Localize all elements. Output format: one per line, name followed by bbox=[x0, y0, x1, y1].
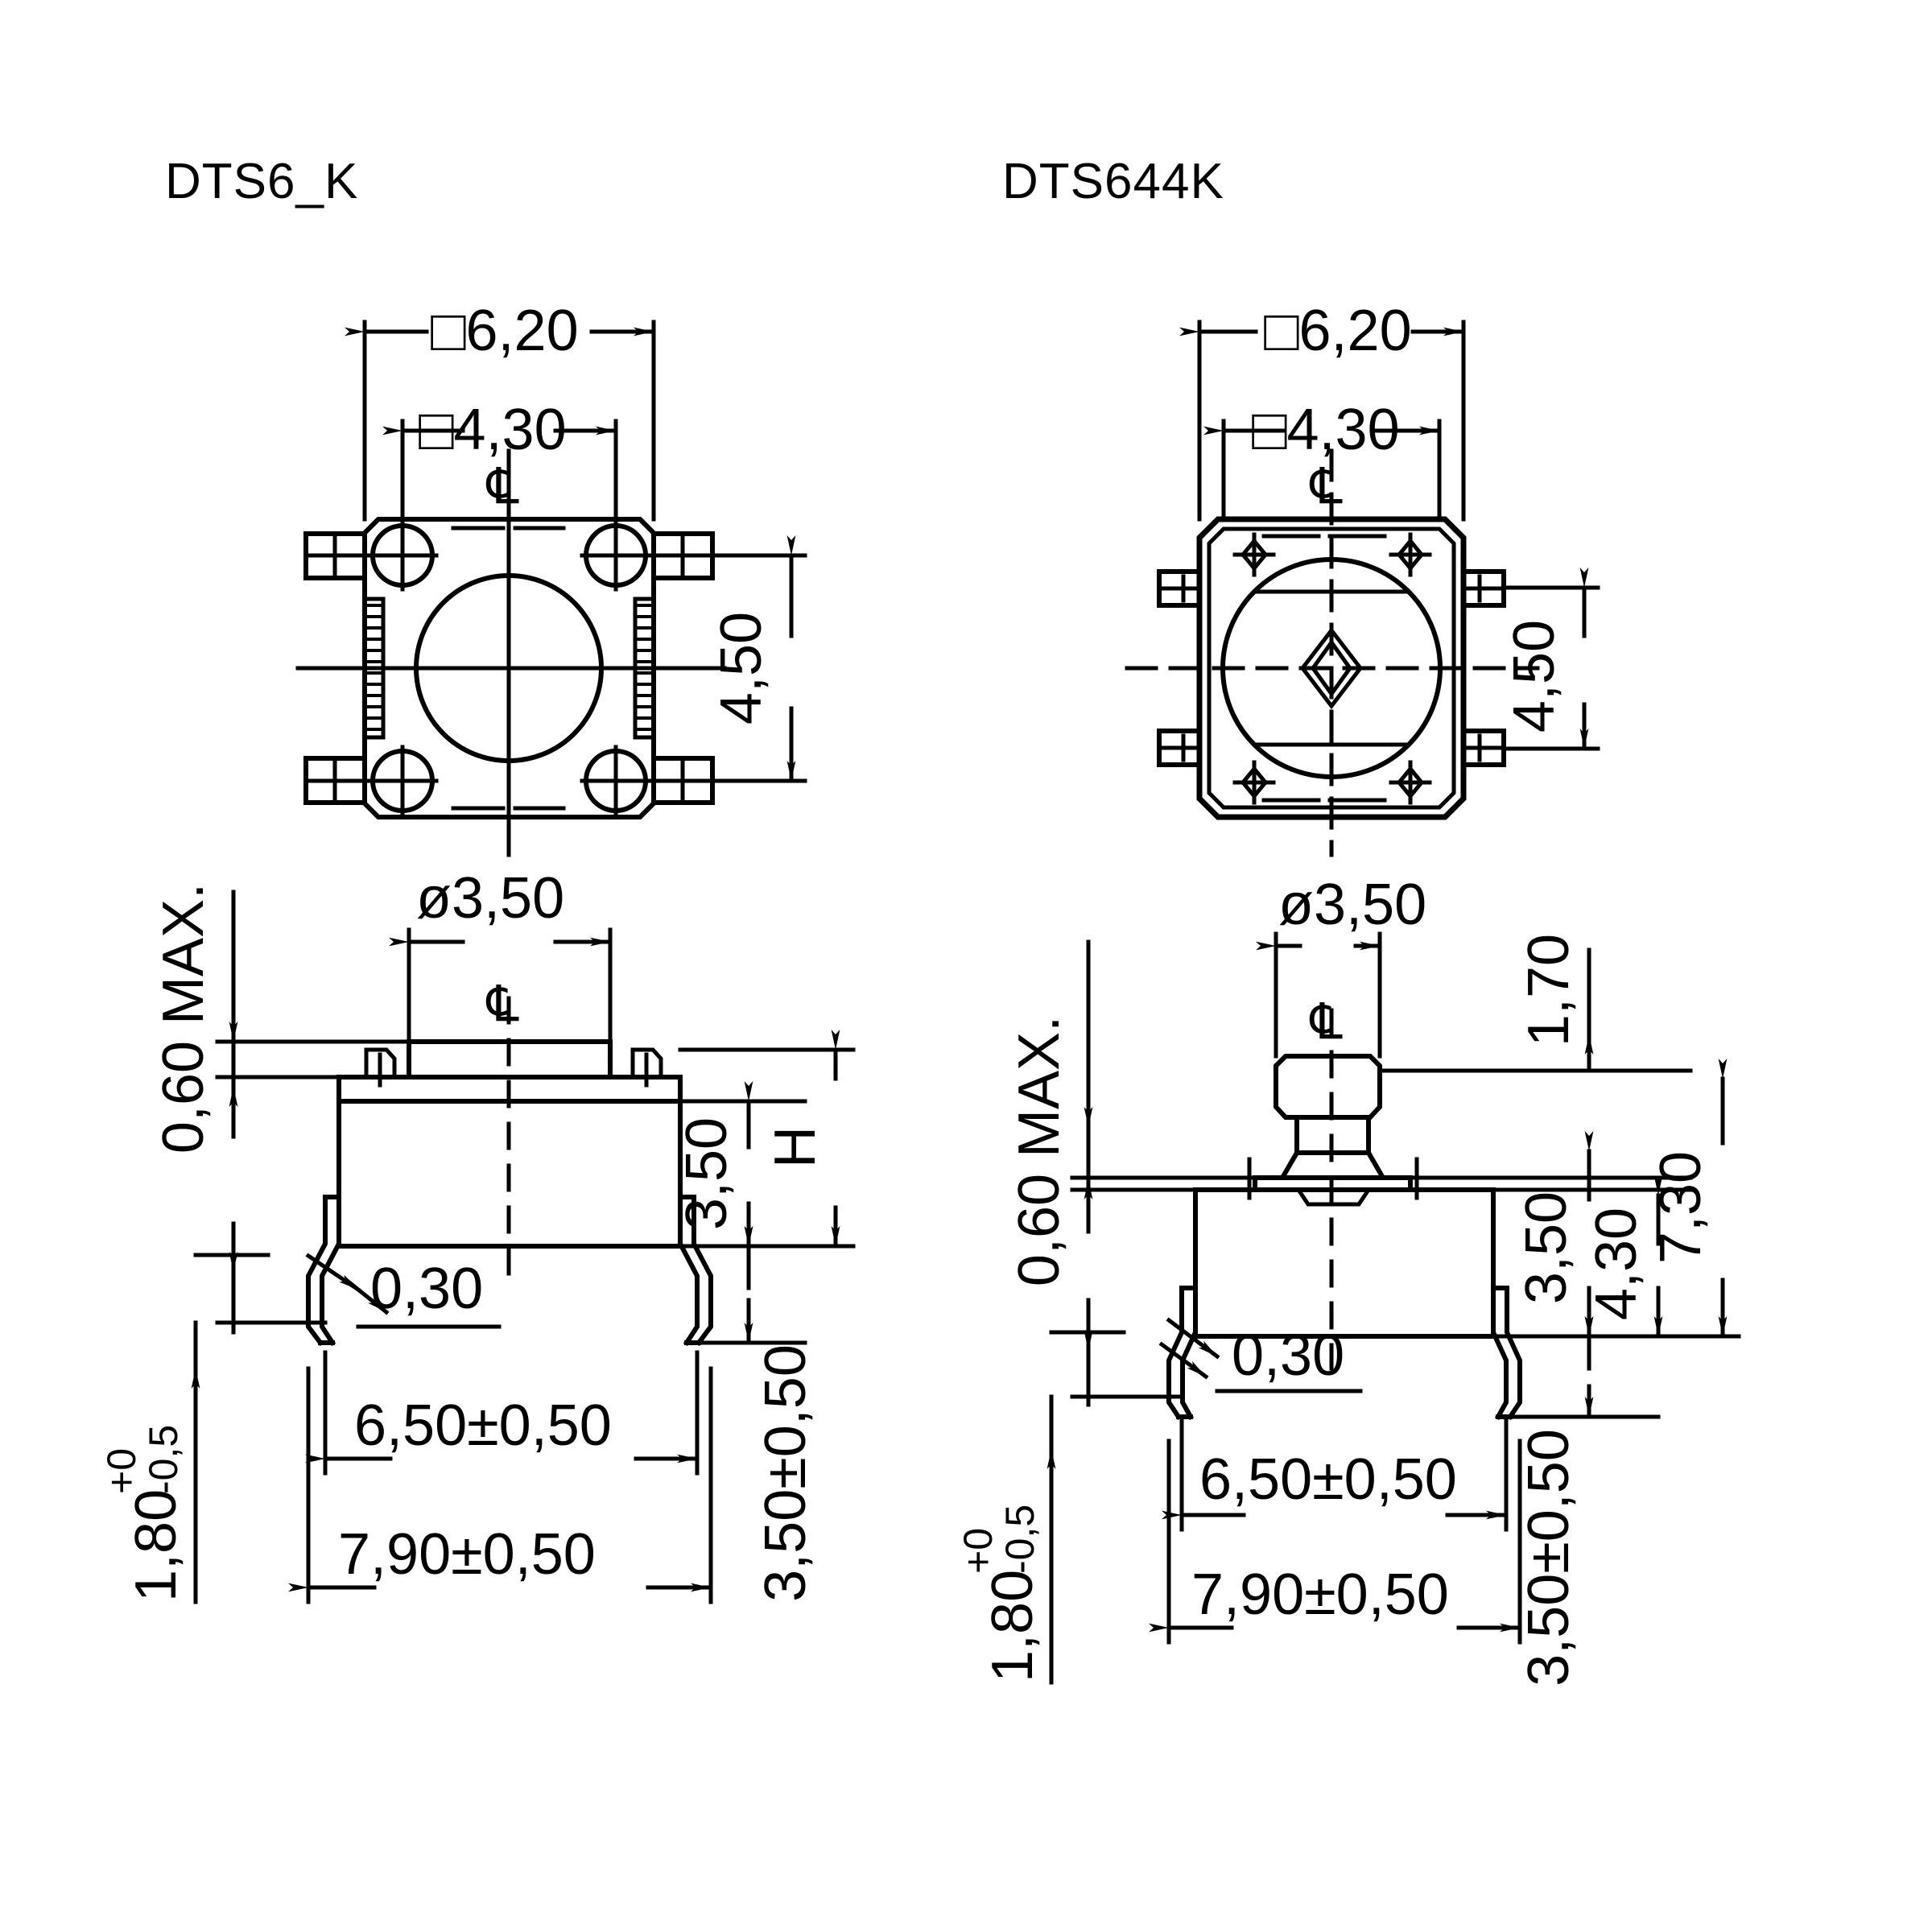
dim-left-stroke-tol-plus: +0 bbox=[99, 1448, 144, 1494]
dim-left-lead-pitch: 6,50±0,50 bbox=[354, 1393, 612, 1458]
dim-right-lead-pitch: 6,50±0,50 bbox=[1199, 1447, 1457, 1512]
dim-right-total-height-top: 7,30 bbox=[1649, 1151, 1713, 1264]
dim-right-plunger-height: 1,70 bbox=[1517, 934, 1581, 1046]
dim-left-top-overall: □6,20 bbox=[431, 299, 579, 363]
dim-right-top-height: 4,50 bbox=[1502, 620, 1567, 733]
right-side-view bbox=[1046, 931, 1741, 1685]
centerline-symbol-left-top: ℄ bbox=[485, 459, 519, 514]
dim-right-total-height: 3,50±0,50 bbox=[1517, 1429, 1581, 1686]
dim-left-plate-thickness: 0,60 MAX. bbox=[151, 883, 216, 1154]
dim-left-total-height: 3,50±0,50 bbox=[753, 1344, 818, 1602]
centerline-symbol-left-side: ℄ bbox=[485, 976, 519, 1032]
dim-right-lead-span: 7,90±0,50 bbox=[1191, 1563, 1449, 1627]
dim-right-stroke-group: 1,80 +0 -0,5 bbox=[956, 1505, 1045, 1682]
left-side-view bbox=[191, 890, 856, 1604]
drawing-title-right: DTS644K bbox=[1002, 154, 1224, 209]
dim-left-stroke-group: 1,80 +0 -0,5 bbox=[99, 1425, 188, 1602]
dim-left-actuator-dia: ø3,50 bbox=[416, 866, 564, 931]
left-top-view bbox=[295, 320, 807, 857]
dim-right-top-overall: □6,20 bbox=[1264, 299, 1412, 363]
dim-right-actuator-dia: ø3,50 bbox=[1278, 873, 1426, 937]
dim-right-plate-thickness: 0,60 MAX. bbox=[1007, 1016, 1071, 1286]
dim-right-mid-height: 4,30 bbox=[1584, 1208, 1649, 1320]
dim-left-body-height: 3,50 bbox=[675, 1117, 739, 1230]
drawing-title-left: DTS6_K bbox=[165, 154, 359, 209]
dim-right-top-inner: □4,30 bbox=[1252, 398, 1400, 462]
dim-left-lead-span: 7,90±0,50 bbox=[338, 1522, 596, 1587]
dim-right-stroke-tol-plus: +0 bbox=[956, 1528, 1001, 1574]
dim-right-stroke-base: 1,80 bbox=[980, 1570, 1045, 1682]
dim-right-body-height: 3,50 bbox=[1514, 1191, 1579, 1304]
dim-right-stroke-tol-minus: -0,5 bbox=[997, 1505, 1042, 1574]
dim-left-stroke-tol-minus: -0,5 bbox=[141, 1425, 186, 1494]
dim-left-top-inner: □4,30 bbox=[419, 398, 567, 462]
dim-left-stroke-base: 1,80 bbox=[124, 1489, 188, 1602]
dim-left-top-height: 4,50 bbox=[709, 612, 774, 724]
dim-left-height-symbol: H bbox=[763, 1126, 828, 1168]
right-top-view bbox=[1125, 320, 1600, 857]
centerline-symbol-right-top: ℄ bbox=[1309, 459, 1343, 514]
dim-right-lead-thickness: 0,30 bbox=[1232, 1323, 1344, 1388]
dim-left-lead-thickness: 0,30 bbox=[370, 1257, 483, 1321]
centerline-symbol-right-side: ℄ bbox=[1309, 994, 1343, 1050]
